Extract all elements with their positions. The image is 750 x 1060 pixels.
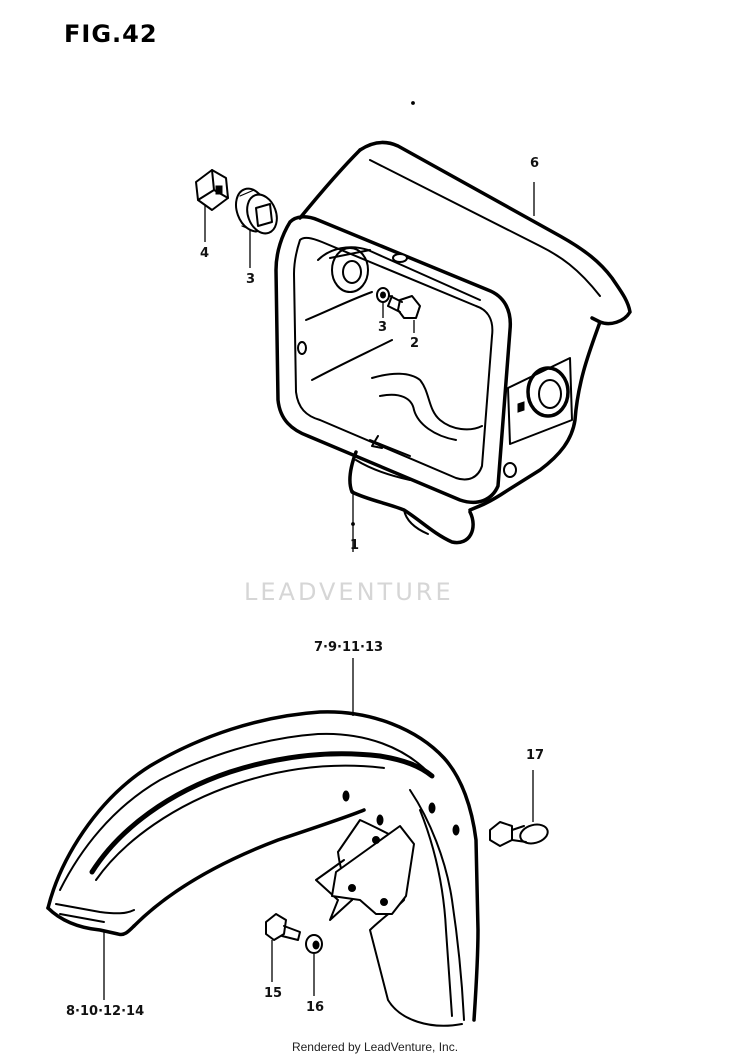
callout-lower-fender: 8·10·12·14 bbox=[66, 1004, 145, 1019]
callout-2: 2 bbox=[410, 336, 420, 351]
clip-part-17 bbox=[489, 821, 549, 847]
front-fender bbox=[46, 710, 480, 1027]
callout-3-inner: 3 bbox=[378, 320, 388, 335]
headlight-housing bbox=[274, 101, 632, 545]
callout-1: 1 bbox=[350, 538, 360, 553]
leader-lines bbox=[103, 182, 535, 1000]
callout-6: 6 bbox=[530, 156, 540, 171]
figure-title: FIG.42 bbox=[64, 20, 158, 48]
nut-part-4 bbox=[195, 169, 229, 211]
bolt-part-15 bbox=[265, 913, 301, 941]
footer-credit: Rendered by LeadVenture, Inc. bbox=[291, 1040, 459, 1054]
screw-part-2 bbox=[387, 295, 421, 319]
callout-16: 16 bbox=[306, 1000, 325, 1015]
callout-upper-fender: 7·9·11·13 bbox=[314, 640, 384, 655]
callout-15: 15 bbox=[264, 986, 283, 1001]
callout-4: 4 bbox=[200, 246, 210, 261]
callout-17: 17 bbox=[526, 748, 545, 763]
callout-3: 3 bbox=[246, 272, 256, 287]
nut-part-16 bbox=[305, 934, 323, 954]
grommet-part-3 bbox=[235, 187, 278, 235]
grommet-part-3-inner bbox=[376, 287, 390, 303]
watermark-text: LEADVENTURE bbox=[244, 578, 454, 606]
